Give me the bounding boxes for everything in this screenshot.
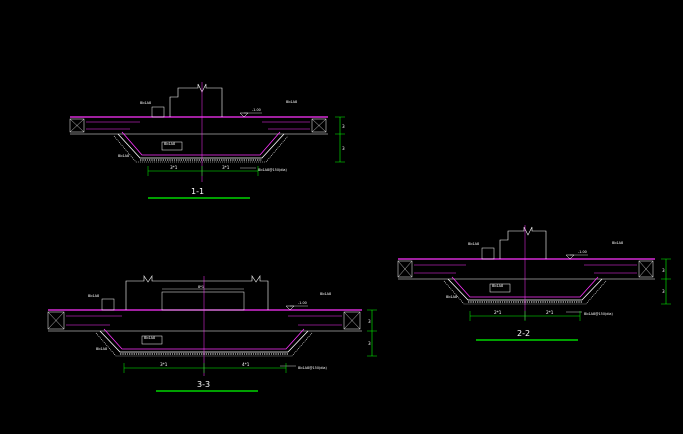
label-bottom-left: Bb1A8 [446,295,457,299]
dim-h2: 3 [662,289,665,294]
dim-left: 2*1 [494,310,502,315]
dim-h2: 3 [342,146,345,151]
dim-left: 3*1 [160,362,168,367]
end-block-right [638,260,654,278]
end-block-left [47,311,65,330]
label-note: Bb1A8@150(dia) [258,168,287,172]
label-level: -1.00 [578,250,587,254]
hatch-line [397,260,413,278]
dim-h1: 3 [662,268,665,273]
dim-h1: 3 [342,124,345,129]
label-box [101,298,115,311]
section-title: 1-1 [191,187,204,196]
pit-outline-inner [117,133,285,159]
end-block-left [69,118,85,133]
label-note: Bb1A8@150(dia) [584,312,613,316]
section-1-1: Bb1A8 Bb1A8 -1.00 Bb1A8 Bb1A8 Bb1A8@150(… [69,82,345,199]
hatch-line [343,311,361,330]
dim-left: 3*1 [170,165,178,170]
column-outline [125,275,269,310]
label-top-left: Bb1A8 [140,101,151,105]
section-title: 2-2 [517,329,530,338]
pit-rebar [121,131,281,156]
label-mid: Bb1A8 [164,142,175,146]
mid-label-frame [141,335,163,345]
dim-top: 8*1 [198,285,204,289]
hatch-line [69,118,85,133]
label-top-left: Bb1A8 [88,294,99,298]
section-3-3: 8*1 Bb1A8 Bb1A8 -1.00 Bb1A8 Bb1A8 Bb1A8@… [47,275,377,392]
dim-right: 4*1 [242,362,250,367]
mid-label-frame [161,141,183,151]
end-block-right [343,311,361,330]
column-outline [169,83,223,117]
label-mid: Bb1A8 [144,336,155,340]
mid-label-frame [489,283,511,293]
dim-h1: 3 [368,319,371,324]
inner-column-box [161,291,245,311]
label-top-right: Bb1A8 [286,100,297,104]
label-note: Bb1A8@150(dia) [298,366,327,370]
label-top-right: Bb1A8 [320,292,331,296]
label-level: -1.00 [298,301,307,305]
dim-right: 3*1 [222,165,230,170]
end-block-right [311,118,327,133]
end-block-left [397,260,413,278]
hatch-line [47,311,65,330]
label-bottom-left: Bb1A8 [96,347,107,351]
dim-h2: 3 [368,341,371,346]
hatch-line [311,118,327,133]
label-top-right: Bb1A8 [612,241,623,245]
section-title: 3-3 [197,380,210,389]
section-2-2: Bb1A8 Bb1A8 -1.00 Bb1A8 Bb1A8 Bb1A8@150(… [397,225,671,341]
hatch-line [638,260,654,278]
label-box [151,106,165,118]
label-bottom-left: Bb1A8 [118,154,129,158]
label-top-left: Bb1A8 [468,242,479,246]
label-mid: Bb1A8 [492,284,503,288]
column-outline [499,226,547,259]
label-level: -1.00 [252,108,261,112]
label-box [481,247,495,260]
dim-right: 2*1 [546,310,554,315]
